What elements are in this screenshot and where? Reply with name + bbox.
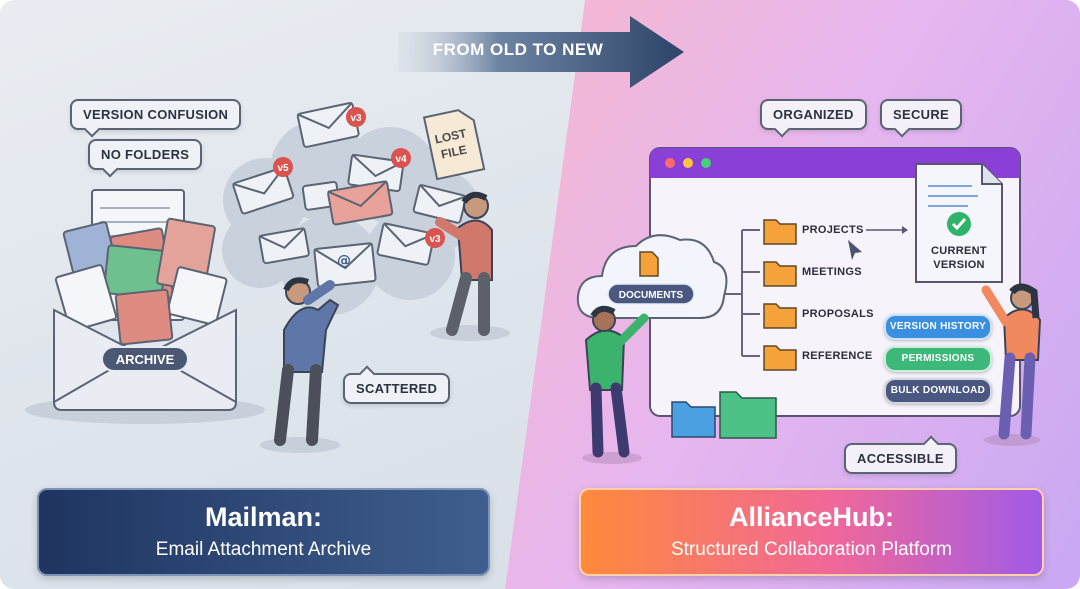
mailman-subtitle: Email Attachment Archive [155,539,372,560]
envelope-icon [347,153,405,193]
person-pointing-up [981,283,1042,446]
permissions-button[interactable]: PERMISSIONS [884,346,992,372]
folder-label-meetings: MEETINGS [802,266,862,278]
envelope-icon [296,101,360,148]
alliancehub-subtitle: Structured Collaboration Platform [671,539,952,560]
accessible-tag: ACCESSIBLE [844,443,957,474]
from-old-to-new-arrow [398,16,684,88]
envelope-icon [327,180,394,226]
folder-label-reference: REFERENCE [802,350,873,362]
envelope-icon [412,183,467,224]
secure-tag: SECURE [880,99,962,130]
document-icon [639,251,659,277]
cursor-icon [848,240,862,260]
folder-stack [671,391,777,439]
version-confusion-tag: VERSION CONFUSION [70,99,242,130]
no-folders-tag: NO FOLDERS [88,139,203,170]
envelope-icon [376,222,435,266]
alliancehub-panel: AllianceHub: Structured Collaboration Pl… [579,488,1044,576]
person-catching [435,191,493,336]
archive-envelope: ARCHIVE [53,189,237,411]
folder-icon [763,303,797,329]
at-sign: @ [337,253,351,269]
window-minimize-dot [683,158,693,168]
window-close-dot [665,158,675,168]
folder-label-projects: PROJECTS [802,224,864,236]
envelope-icon [258,227,310,265]
version-history-button[interactable]: VERSION HISTORY [884,314,992,340]
mailman-title: Mailman: [204,502,323,532]
version-badge: v4 [395,154,407,165]
bulk-download-button[interactable]: BULK DOWNLOAD [884,378,992,404]
current-version-line1: CURRENT [931,245,987,257]
version-badge: v5 [277,163,289,174]
banner-text: FROM OLD TO NEW [432,40,604,59]
scattered-tag: SCATTERED [343,373,451,404]
cloud-label: DOCUMENTS [619,290,684,301]
folder-icon [763,261,797,287]
email-envelope-icon [313,242,377,288]
lost-file-word1: LOST [433,126,468,146]
window-maximize-dot [701,158,711,168]
version-badge: v3 [429,234,441,245]
envelope-icon [232,166,295,215]
lost-file-word2: FILE [440,142,468,161]
version-badge: v3 [350,113,362,124]
archive-label: ARCHIVE [116,352,175,367]
person-pointing [582,305,649,464]
organized-tag: ORGANIZED [760,99,867,130]
mailman-panel: Mailman: Email Attachment Archive [37,488,490,576]
person-reaching [274,277,340,446]
folder-label-proposals: PROPOSALS [802,308,874,320]
alliancehub-title: AllianceHub: [728,502,895,532]
folder-icon [763,219,797,245]
lost-file-document: LOST FILE [422,109,486,181]
current-version-line2: VERSION [933,259,985,271]
folder-icon [763,345,797,371]
current-version-document [915,163,1003,283]
